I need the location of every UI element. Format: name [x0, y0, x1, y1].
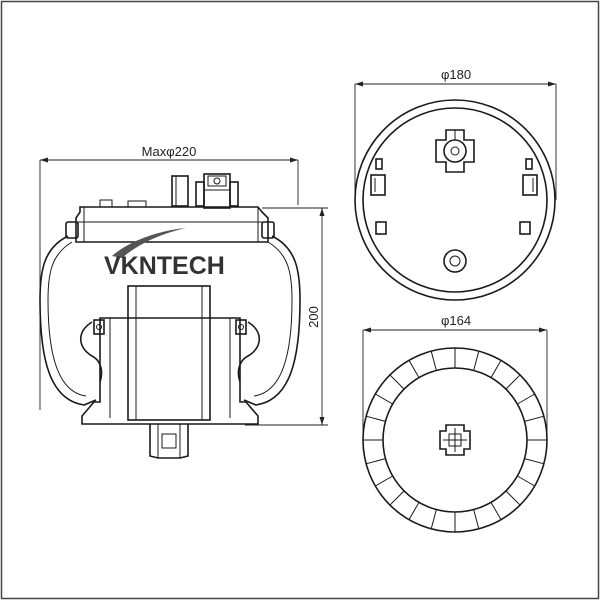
top-plate-diameter-label: φ180 — [441, 67, 471, 82]
rib-line — [505, 490, 521, 506]
bottom-ribs — [363, 348, 547, 532]
max-width-label: Maxφ220 — [142, 144, 197, 159]
top-diameter-dimension: φ180 — [354, 67, 557, 200]
rib-line — [473, 351, 480, 371]
rib-line — [389, 490, 405, 506]
rib-line — [430, 351, 437, 371]
bottom-view: φ164 — [362, 313, 548, 533]
rib-line — [473, 509, 480, 529]
rib-line — [389, 374, 405, 390]
rib-line — [408, 502, 420, 520]
rubber-bellow — [39, 235, 301, 406]
brand-name: VKNTECH — [104, 252, 225, 280]
rib-line — [505, 374, 521, 390]
rib-line — [517, 475, 535, 487]
bottom-stud — [149, 424, 189, 459]
top-plate — [65, 206, 275, 243]
height-dimension: 200 — [245, 207, 328, 426]
rib-line — [517, 393, 535, 405]
top-view: φ180 — [354, 67, 557, 301]
bottom-diameter-dimension: φ164 — [362, 313, 548, 440]
brand-logo: VKNTECH — [104, 228, 225, 280]
rib-line — [524, 415, 544, 422]
bottom-center-fitting — [439, 424, 471, 456]
side-view: Maxφ220 200 — [39, 144, 328, 459]
top-center-fitting — [435, 129, 475, 173]
rib-line — [430, 509, 437, 529]
rib-line — [375, 475, 393, 487]
rib-line — [490, 360, 502, 378]
rib-line — [408, 360, 420, 378]
top-fittings — [99, 173, 239, 209]
rib-line — [366, 458, 386, 465]
swoosh-icon — [112, 228, 186, 258]
rib-line — [524, 458, 544, 465]
rib-line — [490, 502, 502, 520]
height-label: 200 — [306, 306, 321, 328]
rib-line — [375, 393, 393, 405]
rib-line — [366, 415, 386, 422]
piston-diameter-label: φ164 — [441, 313, 471, 328]
piston — [81, 285, 259, 425]
